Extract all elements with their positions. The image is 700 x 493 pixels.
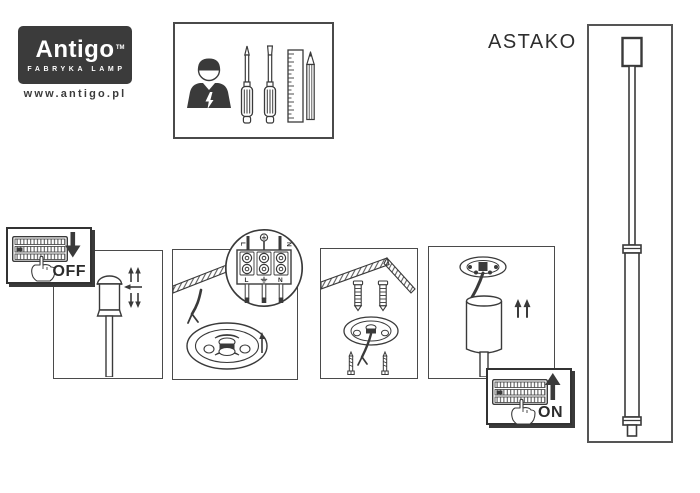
- mounting-plate-icon: [343, 316, 399, 346]
- ceiling-icon: [321, 257, 416, 294]
- terminal-detail-callout: L N L N: [224, 228, 304, 308]
- mains-wire-icon: [187, 288, 203, 324]
- power-off-illustration: [11, 232, 81, 282]
- pencil-icon: [306, 51, 315, 121]
- on-label: ON: [538, 404, 563, 421]
- slide-arrows-icon: [513, 298, 532, 319]
- canopy-icon: [465, 295, 503, 354]
- earth-icon: [260, 276, 268, 283]
- step-fix-plate-panel: [320, 248, 418, 379]
- rod-icon: [479, 351, 489, 377]
- step1-illustration: [96, 266, 142, 377]
- wall-plug-icon: [377, 280, 389, 312]
- wall-plug-icon: [352, 280, 364, 312]
- canopy-icon: [96, 275, 123, 317]
- step-connect-wires-panel: [172, 249, 298, 380]
- canopy-icon: [621, 36, 643, 68]
- step-raise-canopy-panel: [428, 246, 555, 379]
- lamp-overview-panel: [587, 24, 673, 443]
- mains-wire-icon: [357, 332, 373, 366]
- power-off-step: OFF: [6, 227, 92, 284]
- lamp-wires: [244, 283, 284, 303]
- brand-tagline: FABRYKA LAMP: [27, 65, 126, 73]
- step-slide-canopy-panel: [53, 250, 163, 379]
- brand-logo: Antigo TM FABRYKA LAMP: [18, 26, 132, 84]
- mounting-plate-icon: [459, 256, 507, 278]
- terminal-block-icon: L N: [236, 249, 292, 285]
- tools-illustration: [187, 45, 315, 124]
- step3-illustration: [321, 257, 416, 375]
- terminal-neutral-label: N: [278, 277, 283, 284]
- terminal-live-label-top: L: [239, 242, 246, 246]
- phillips-screwdriver-icon: [240, 45, 254, 124]
- mounting-plate-icon: [186, 322, 268, 370]
- brand-name: Antigo TM: [35, 35, 125, 63]
- required-tools-panel: [173, 22, 334, 139]
- step4-illustration: [459, 256, 532, 377]
- terminal-live-label: L: [245, 277, 249, 284]
- product-model-name: ASTAKO: [488, 31, 577, 53]
- end-cap: [626, 424, 638, 437]
- rod-icon: [628, 65, 636, 246]
- step2-illustration: [173, 261, 268, 370]
- power-on-illustration: [492, 373, 561, 425]
- electrician-icon: [187, 58, 231, 109]
- off-label: OFF: [52, 263, 86, 280]
- brand-website: www.antigo.pl: [23, 88, 127, 100]
- mains-wire-icon: [246, 233, 282, 250]
- trademark-mark: TM: [115, 44, 125, 51]
- screw-icon: [381, 351, 389, 375]
- flat-screwdriver-icon: [263, 45, 277, 124]
- terminal-neutral-label-top: N: [285, 242, 292, 247]
- rod-icon: [105, 315, 114, 377]
- arrow-up-icon: [545, 373, 561, 400]
- arrow-down-icon: [65, 232, 81, 258]
- light-tube: [624, 252, 640, 418]
- power-on-step: ON: [486, 368, 572, 425]
- pendant-lamp-icon: [621, 36, 643, 437]
- ruler-icon: [287, 49, 304, 123]
- screw-icon: [347, 351, 355, 375]
- slide-arrows-icon: [124, 266, 142, 309]
- arrow-up-icon: [259, 332, 265, 353]
